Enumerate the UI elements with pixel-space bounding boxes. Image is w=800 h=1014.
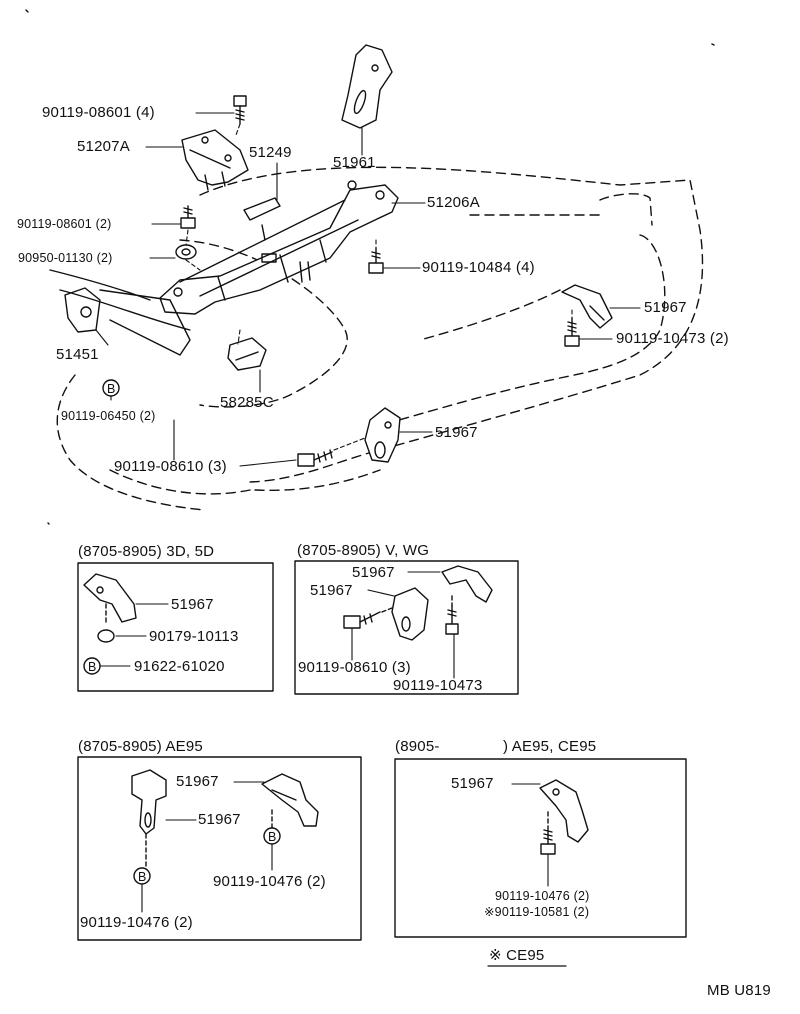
- marker-b-label: B: [88, 660, 97, 674]
- part-label: 51961: [333, 154, 376, 171]
- box1-nut: [97, 629, 115, 643]
- bolt-left: [180, 205, 196, 229]
- box4-bolt: [540, 825, 556, 855]
- part-label: 51967: [644, 299, 687, 316]
- bolt-top: [233, 95, 247, 125]
- plate-51249: [243, 197, 281, 221]
- figure-code: MB U819: [707, 982, 771, 999]
- box-header: (8705-8905) 3D, 5D: [78, 543, 215, 560]
- part-label: 90179-10113: [149, 628, 239, 645]
- mount-bracket-51207a: [181, 129, 249, 191]
- box1-bracket: [83, 573, 137, 623]
- part-label: ※90119-10581 (2): [484, 905, 590, 919]
- part-label: 90119-10473 (2): [616, 330, 729, 347]
- box-1-frame: [77, 562, 274, 692]
- box2-bolt-10473: [445, 605, 459, 635]
- part-label: 90119-10476 (2): [80, 914, 193, 931]
- box-header: (8905-: [395, 738, 440, 755]
- part-label: 90119-10484 (4): [422, 259, 535, 276]
- marker-b-label: B: [107, 382, 116, 396]
- part-label: 51967: [198, 811, 241, 828]
- leaders-dashed: [185, 123, 573, 451]
- box-header-tail: ) AE95, CE95: [503, 738, 597, 755]
- box3-bracket-left: [131, 769, 167, 835]
- marker-b-label: B: [268, 830, 277, 844]
- part-label: 51451: [56, 346, 99, 363]
- bracket-51961: [341, 44, 393, 129]
- box-3-frame: [77, 756, 362, 941]
- part-label: 90119-08601 (2): [17, 217, 112, 231]
- bracket-51967-lower: [364, 407, 401, 463]
- part-label: 51967: [352, 564, 395, 581]
- box-4-frame: [394, 758, 687, 938]
- part-label: 51967: [310, 582, 353, 599]
- marker-b-top: [102, 379, 120, 397]
- part-label: 90119-10476 (2): [495, 889, 590, 903]
- bolt-51967-right: [564, 317, 580, 347]
- leaders-top: [95, 112, 641, 467]
- crossmember: [159, 180, 399, 315]
- part-label: 51967: [171, 596, 214, 613]
- marker-b-label: B: [138, 870, 147, 884]
- part-label: 51967: [176, 773, 219, 790]
- part-label: 51967: [451, 775, 494, 792]
- bolt-08610: [297, 449, 333, 467]
- part-label: 58285C: [220, 394, 274, 411]
- bracket-51967-right: [561, 284, 613, 329]
- part-label: 90119-08610 (3): [114, 458, 227, 475]
- part-label: 51207A: [77, 138, 130, 155]
- part-label: 51206A: [427, 194, 480, 211]
- washer-left: [175, 244, 197, 260]
- part-label: 51249: [249, 144, 292, 161]
- part-label: 90119-06450 (2): [61, 409, 156, 423]
- box4-bracket: [539, 779, 589, 843]
- part-label: 51967: [435, 424, 478, 441]
- part-label: 90119-10476 (2): [213, 873, 326, 890]
- box3-bracket-right: [261, 773, 319, 827]
- part-label: 90119-08601 (4): [42, 104, 155, 121]
- box-2-frame: [294, 560, 519, 695]
- box2-brackets: [391, 565, 493, 641]
- box-header: (8705-8905) AE95: [78, 738, 203, 755]
- part-label: 90119-08610 (3): [298, 659, 411, 676]
- pad-58285c: [227, 337, 267, 371]
- bolt-right-10484: [368, 247, 384, 274]
- box2-bolt-08610: [343, 611, 381, 629]
- model-note: ※ CE95: [489, 947, 545, 964]
- part-label: 90950-01130 (2): [18, 251, 113, 265]
- part-label: 90119-10473: [393, 677, 483, 694]
- part-label: 91622-61020: [134, 658, 225, 675]
- box-header: (8705-8905) V, WG: [297, 542, 430, 559]
